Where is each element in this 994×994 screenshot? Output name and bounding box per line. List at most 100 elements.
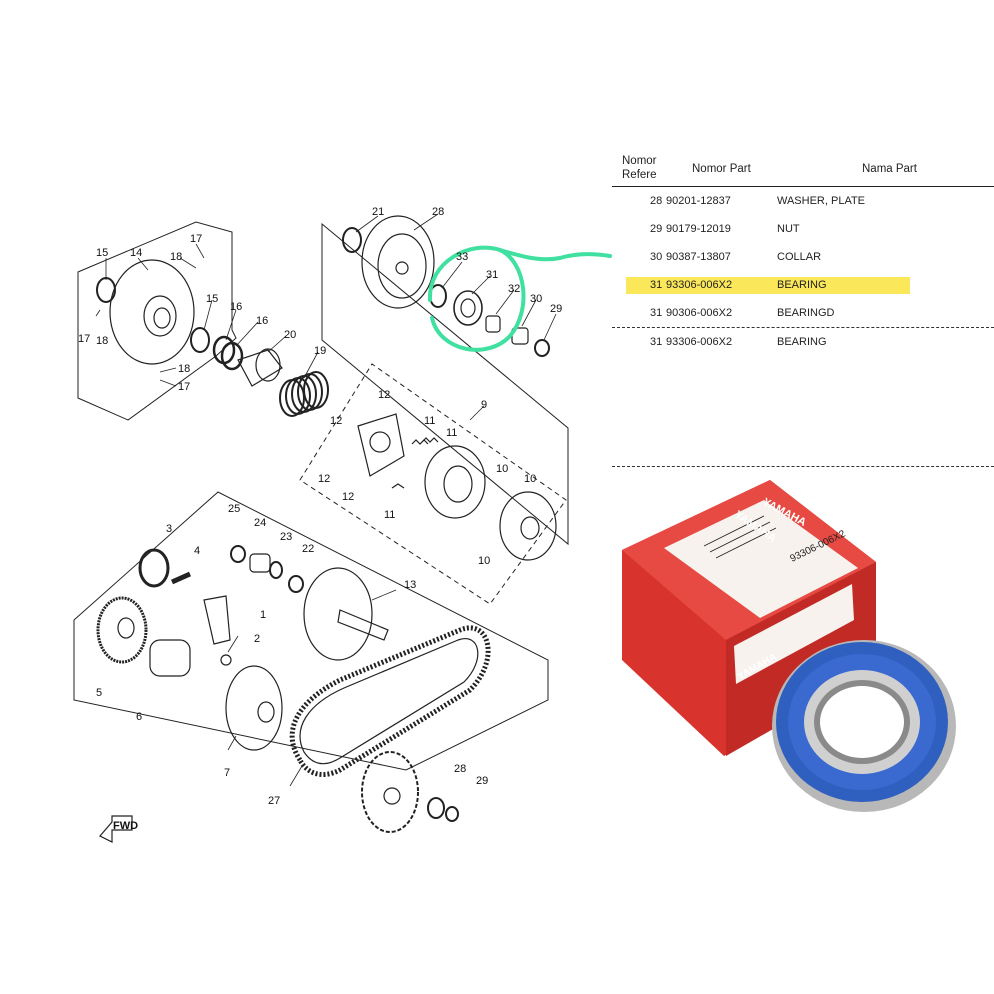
callout: 18	[178, 363, 190, 375]
part-3-gear	[138, 548, 170, 588]
frame-lower	[73, 491, 549, 771]
callout: 14	[130, 247, 142, 259]
cell-part-name: COLLAR	[777, 251, 822, 263]
cell-part-name: BEARING	[777, 279, 827, 291]
callout: 12	[318, 473, 330, 485]
fwd-arrow-icon: FWD	[99, 815, 138, 843]
part-31-bearing	[453, 290, 483, 326]
callout: 2	[254, 633, 260, 645]
callout: 4	[194, 545, 200, 557]
cell-ref: 31	[650, 336, 663, 348]
cell-ref: 31	[650, 307, 663, 319]
part-5-gear	[96, 596, 148, 664]
callout: 12	[342, 491, 354, 503]
table-divider	[612, 327, 994, 328]
table-header: Nomor Refere Nomor Part Nama Part	[612, 150, 994, 187]
table-row: 29 90179-12019 NUT	[612, 215, 994, 243]
callout: 20	[284, 329, 296, 341]
header-part-name: Nama Part	[862, 163, 917, 175]
header-ref: Nomor Refere	[622, 155, 657, 181]
parts-table: Nomor Refere Nomor Part Nama Part 28 902…	[612, 150, 994, 467]
part-27-belt	[289, 625, 491, 777]
callout: 27	[268, 795, 280, 807]
exploded-parts-diagram: FWD 1 2 3 4 5 6 7 9 10 10 10 11 11 11 12…	[73, 206, 612, 843]
part-28-clutch-housing	[361, 215, 435, 309]
callout: 15	[96, 247, 108, 259]
callout: 29	[476, 775, 488, 787]
frame-left	[77, 221, 237, 421]
part-7-sheave	[225, 665, 283, 751]
part-12-plate	[357, 413, 405, 477]
callout: 32	[508, 283, 520, 295]
part-6-bearing	[149, 639, 191, 677]
callout: 16	[230, 301, 242, 313]
callout: 29	[550, 303, 562, 315]
part-4-pin	[170, 571, 192, 585]
part-20-collar	[237, 349, 283, 387]
callout: 16	[256, 315, 268, 327]
cell-ref: 29	[650, 223, 663, 235]
table-row: 28 90201-12837 WASHER, PLATE	[612, 187, 994, 215]
part-9-clutch-shoe	[424, 445, 486, 519]
cell-part-number: 93306-006X2	[666, 279, 733, 291]
part-10-clutch-carrier	[499, 491, 557, 561]
callout: 23	[280, 531, 292, 543]
callout: 15	[206, 293, 218, 305]
callout: 17	[190, 233, 202, 245]
table-row: 30 90387-13807 COLLAR	[612, 243, 994, 271]
cell-part-number: 90306-006X2	[666, 307, 733, 319]
part-32-collar	[485, 315, 501, 333]
callout: 18	[96, 335, 108, 347]
highlight-circle	[427, 245, 612, 352]
callout: 18	[170, 251, 182, 263]
callout: 12	[378, 389, 390, 401]
callout: 11	[424, 415, 435, 427]
frame-clutch	[299, 363, 567, 605]
callout: 22	[302, 543, 314, 555]
callout: 10	[478, 555, 490, 567]
callout: 25	[228, 503, 240, 515]
callout: 10	[496, 463, 508, 475]
callout: 11	[384, 509, 395, 521]
part-fan	[361, 751, 419, 833]
cell-part-name: NUT	[777, 223, 800, 235]
callout: 12	[330, 415, 342, 427]
callout: 31	[486, 269, 498, 281]
table-row: 31 93306-006X2 BEARING	[612, 328, 994, 356]
callout: 11	[446, 427, 457, 439]
callout: 9	[481, 399, 487, 411]
cell-part-name: BEARING	[777, 336, 827, 348]
product-photo: YAMAHA YAMAHA 93306-006X2 YAMAHA	[622, 480, 956, 812]
table-row: 31 90306-006X2 BEARINGD	[612, 299, 994, 327]
cell-ref: 30	[650, 251, 663, 263]
part-13-sheave	[303, 567, 373, 661]
table-divider	[612, 466, 994, 467]
fwd-label: FWD	[113, 820, 138, 832]
part-15-ring	[96, 277, 116, 303]
cell-part-number: 90201-12837	[666, 195, 731, 207]
callout: 17	[78, 333, 90, 345]
callout: 13	[404, 579, 416, 591]
part-14-plate	[109, 259, 195, 365]
callout: 17	[178, 381, 190, 393]
cell-part-name: WASHER, PLATE	[777, 195, 866, 207]
part-1-bracket	[203, 595, 231, 645]
callout: 21	[372, 206, 384, 218]
cell-part-number: 90387-13807	[666, 251, 731, 263]
callout: 19	[314, 345, 326, 357]
cell-part-name: BEARINGD	[777, 307, 835, 319]
cell-part-number: 90179-12019	[666, 223, 731, 235]
callout: 30	[530, 293, 542, 305]
cell-ref: 28	[650, 195, 663, 207]
callout: 1	[260, 609, 266, 621]
bearing-icon	[772, 640, 956, 812]
cell-ref: 31	[650, 279, 663, 291]
cell-part-number: 93306-006X2	[666, 336, 733, 348]
callout: 24	[254, 517, 266, 529]
callout: 5	[96, 687, 102, 699]
callout: 33	[456, 251, 468, 263]
part-19-spring	[279, 371, 329, 417]
callout: 3	[166, 523, 172, 535]
table-row-highlighted: 31 93306-006X2 BEARING	[612, 271, 994, 299]
callout: 7	[224, 767, 230, 779]
